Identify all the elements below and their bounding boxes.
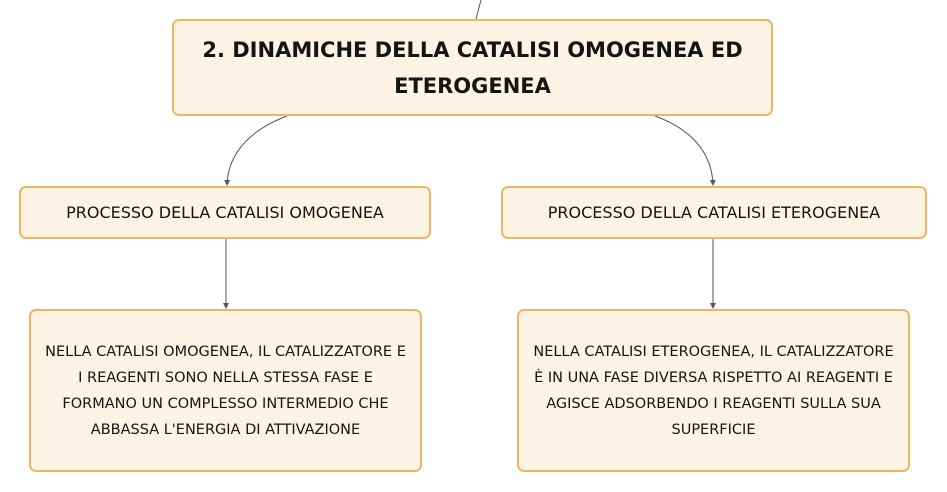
connector-main-to-left xyxy=(224,115,288,186)
subtopic-heterogeneous-label: PROCESSO DELLA CATALISI ETEROGENEA xyxy=(547,203,881,222)
subtopic-homogeneous-node[interactable]: PROCESSO DELLA CATALISI OMOGENEA xyxy=(19,186,431,239)
connector-from-parent xyxy=(475,0,482,20)
subtopic-heterogeneous-node[interactable]: PROCESSO DELLA CATALISI ETEROGENEA xyxy=(501,186,927,239)
detail-homogeneous-text: NELLA CATALISI OMOGENEA, IL CATALIZZATOR… xyxy=(45,343,406,438)
detail-homogeneous-node[interactable]: NELLA CATALISI OMOGENEA, IL CATALIZZATOR… xyxy=(29,309,422,472)
detail-heterogeneous-node[interactable]: NELLA CATALISI ETEROGENEA, IL CATALIZZAT… xyxy=(517,309,910,472)
detail-heterogeneous-text: NELLA CATALISI ETEROGENEA, IL CATALIZZAT… xyxy=(533,343,894,438)
main-topic-node[interactable]: 2. DINAMICHE DELLA CATALISI OMOGENEA ED … xyxy=(172,19,773,116)
subtopic-homogeneous-label: PROCESSO DELLA CATALISI OMOGENEA xyxy=(66,203,384,222)
connector-main-to-right xyxy=(654,115,716,186)
main-topic-title: 2. DINAMICHE DELLA CATALISI OMOGENEA ED … xyxy=(202,37,743,98)
